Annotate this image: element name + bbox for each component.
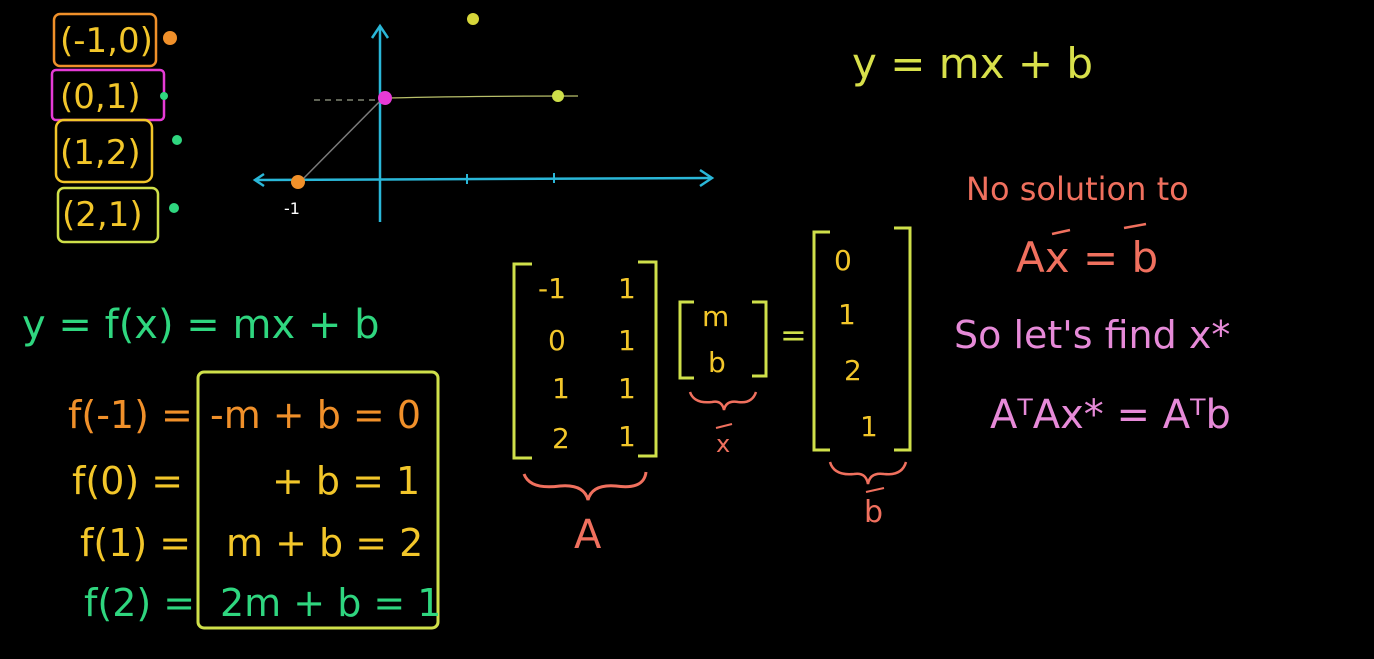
coordinate-graph: -1	[252, 13, 715, 222]
x-tick-label: -1	[284, 199, 300, 218]
vector-x-arrow	[715, 423, 733, 429]
vector-x: m b x	[678, 300, 768, 458]
function-definition: y = f(x) = mx + b	[22, 302, 380, 348]
notes: No solution to Ax = b So let's find x* A…	[954, 170, 1231, 438]
eq-lhs-3: f(1) =	[80, 521, 191, 565]
vector-b-left-bracket	[812, 230, 830, 452]
point-label-1: (-1,0)	[60, 21, 153, 61]
vector-b-entry-4: 1	[860, 410, 878, 443]
ax-arrow-b	[1123, 222, 1147, 230]
point-dot-3	[172, 135, 182, 145]
matrix-a: -1 1 0 1 1 1 2 1 A	[512, 260, 658, 558]
matrix-a-brace	[522, 471, 648, 501]
vector-x-entry-b: b	[708, 346, 726, 379]
note-normal-equation: AᵀAx* = Aᵀb	[990, 392, 1231, 438]
connector-line	[299, 97, 384, 183]
equals-sign: =	[780, 316, 807, 354]
matrix-a-cell-2-1: 0	[548, 324, 566, 357]
equation-system: f(-1) = f(0) = f(1) = f(2) = -m + b = 0 …	[68, 370, 442, 630]
eq-lhs-1: f(-1) =	[68, 393, 193, 437]
vector-x-brace	[688, 391, 758, 411]
guide-line-right	[387, 95, 579, 99]
y-axis-arrow-up	[370, 23, 390, 39]
vector-x-label: x	[716, 430, 730, 458]
vector-b-label: b	[864, 495, 883, 530]
matrix-a-right-bracket	[638, 260, 658, 458]
point-label-4: (2,1)	[62, 195, 143, 235]
vector-b: 0 1 2 1 b	[812, 226, 912, 530]
note-so-lets-find: So let's find x*	[954, 313, 1230, 357]
point-dot-4	[169, 203, 179, 213]
matrix-a-cell-1-1: -1	[538, 272, 566, 305]
eq-rhs-4: 2m + b = 1	[220, 581, 442, 625]
x-axis-arrow-left	[252, 172, 265, 188]
matrix-a-cell-4-1: 2	[552, 422, 570, 455]
vector-x-left-bracket	[678, 300, 694, 380]
x-axis	[254, 176, 713, 182]
equation-box	[196, 370, 440, 630]
matrix-a-cell-3-1: 1	[552, 372, 570, 405]
matrix-a-cell-2-2: 1	[618, 324, 636, 357]
point-dot-2	[160, 92, 168, 100]
point-label-3: (1,2)	[60, 133, 141, 173]
point-dot-1	[163, 31, 177, 45]
line-equation: y = mx + b	[852, 39, 1093, 88]
matrix-a-label: A	[574, 512, 602, 558]
matrix-a-cell-1-2: 1	[618, 272, 636, 305]
point-box-1	[52, 12, 158, 68]
vector-b-entry-3: 2	[844, 354, 862, 387]
point-label-2: (0,1)	[60, 77, 141, 117]
matrix-a-left-bracket	[512, 262, 532, 460]
plot-point-0-1	[378, 91, 392, 105]
point-box-3	[54, 118, 154, 184]
x-axis-arrow-right	[699, 168, 715, 188]
eq-rhs-3: m + b = 2	[226, 521, 423, 565]
eq-lhs-4: f(2) =	[84, 581, 195, 625]
eq-rhs-2: + b = 1	[272, 459, 420, 503]
ax-arrow-x	[1051, 228, 1071, 236]
matrix-a-cell-4-2: 1	[618, 420, 636, 453]
vector-b-arrow	[865, 487, 885, 493]
plot-point-neg1-0	[291, 175, 305, 189]
eq-lhs-2: f(0) =	[72, 459, 183, 503]
matrix-a-cell-3-2: 1	[618, 372, 636, 405]
plot-point-2-1	[552, 90, 564, 102]
plot-point-1-2	[467, 13, 479, 25]
point-list: (-1,0) (0,1) (1,2) (2,1)	[50, 12, 182, 244]
vector-b-right-bracket	[894, 226, 912, 452]
vector-x-entry-m: m	[702, 300, 729, 333]
note-ax-eq-b: Ax = b	[1016, 233, 1158, 282]
eq-rhs-1: -m + b = 0	[210, 393, 421, 437]
point-box-4	[56, 186, 160, 244]
note-no-solution: No solution to	[966, 170, 1189, 208]
vector-b-entry-1: 0	[834, 244, 852, 277]
vector-x-right-bracket	[752, 300, 768, 378]
vector-b-entry-2: 1	[838, 298, 856, 331]
vector-b-brace	[828, 461, 908, 485]
